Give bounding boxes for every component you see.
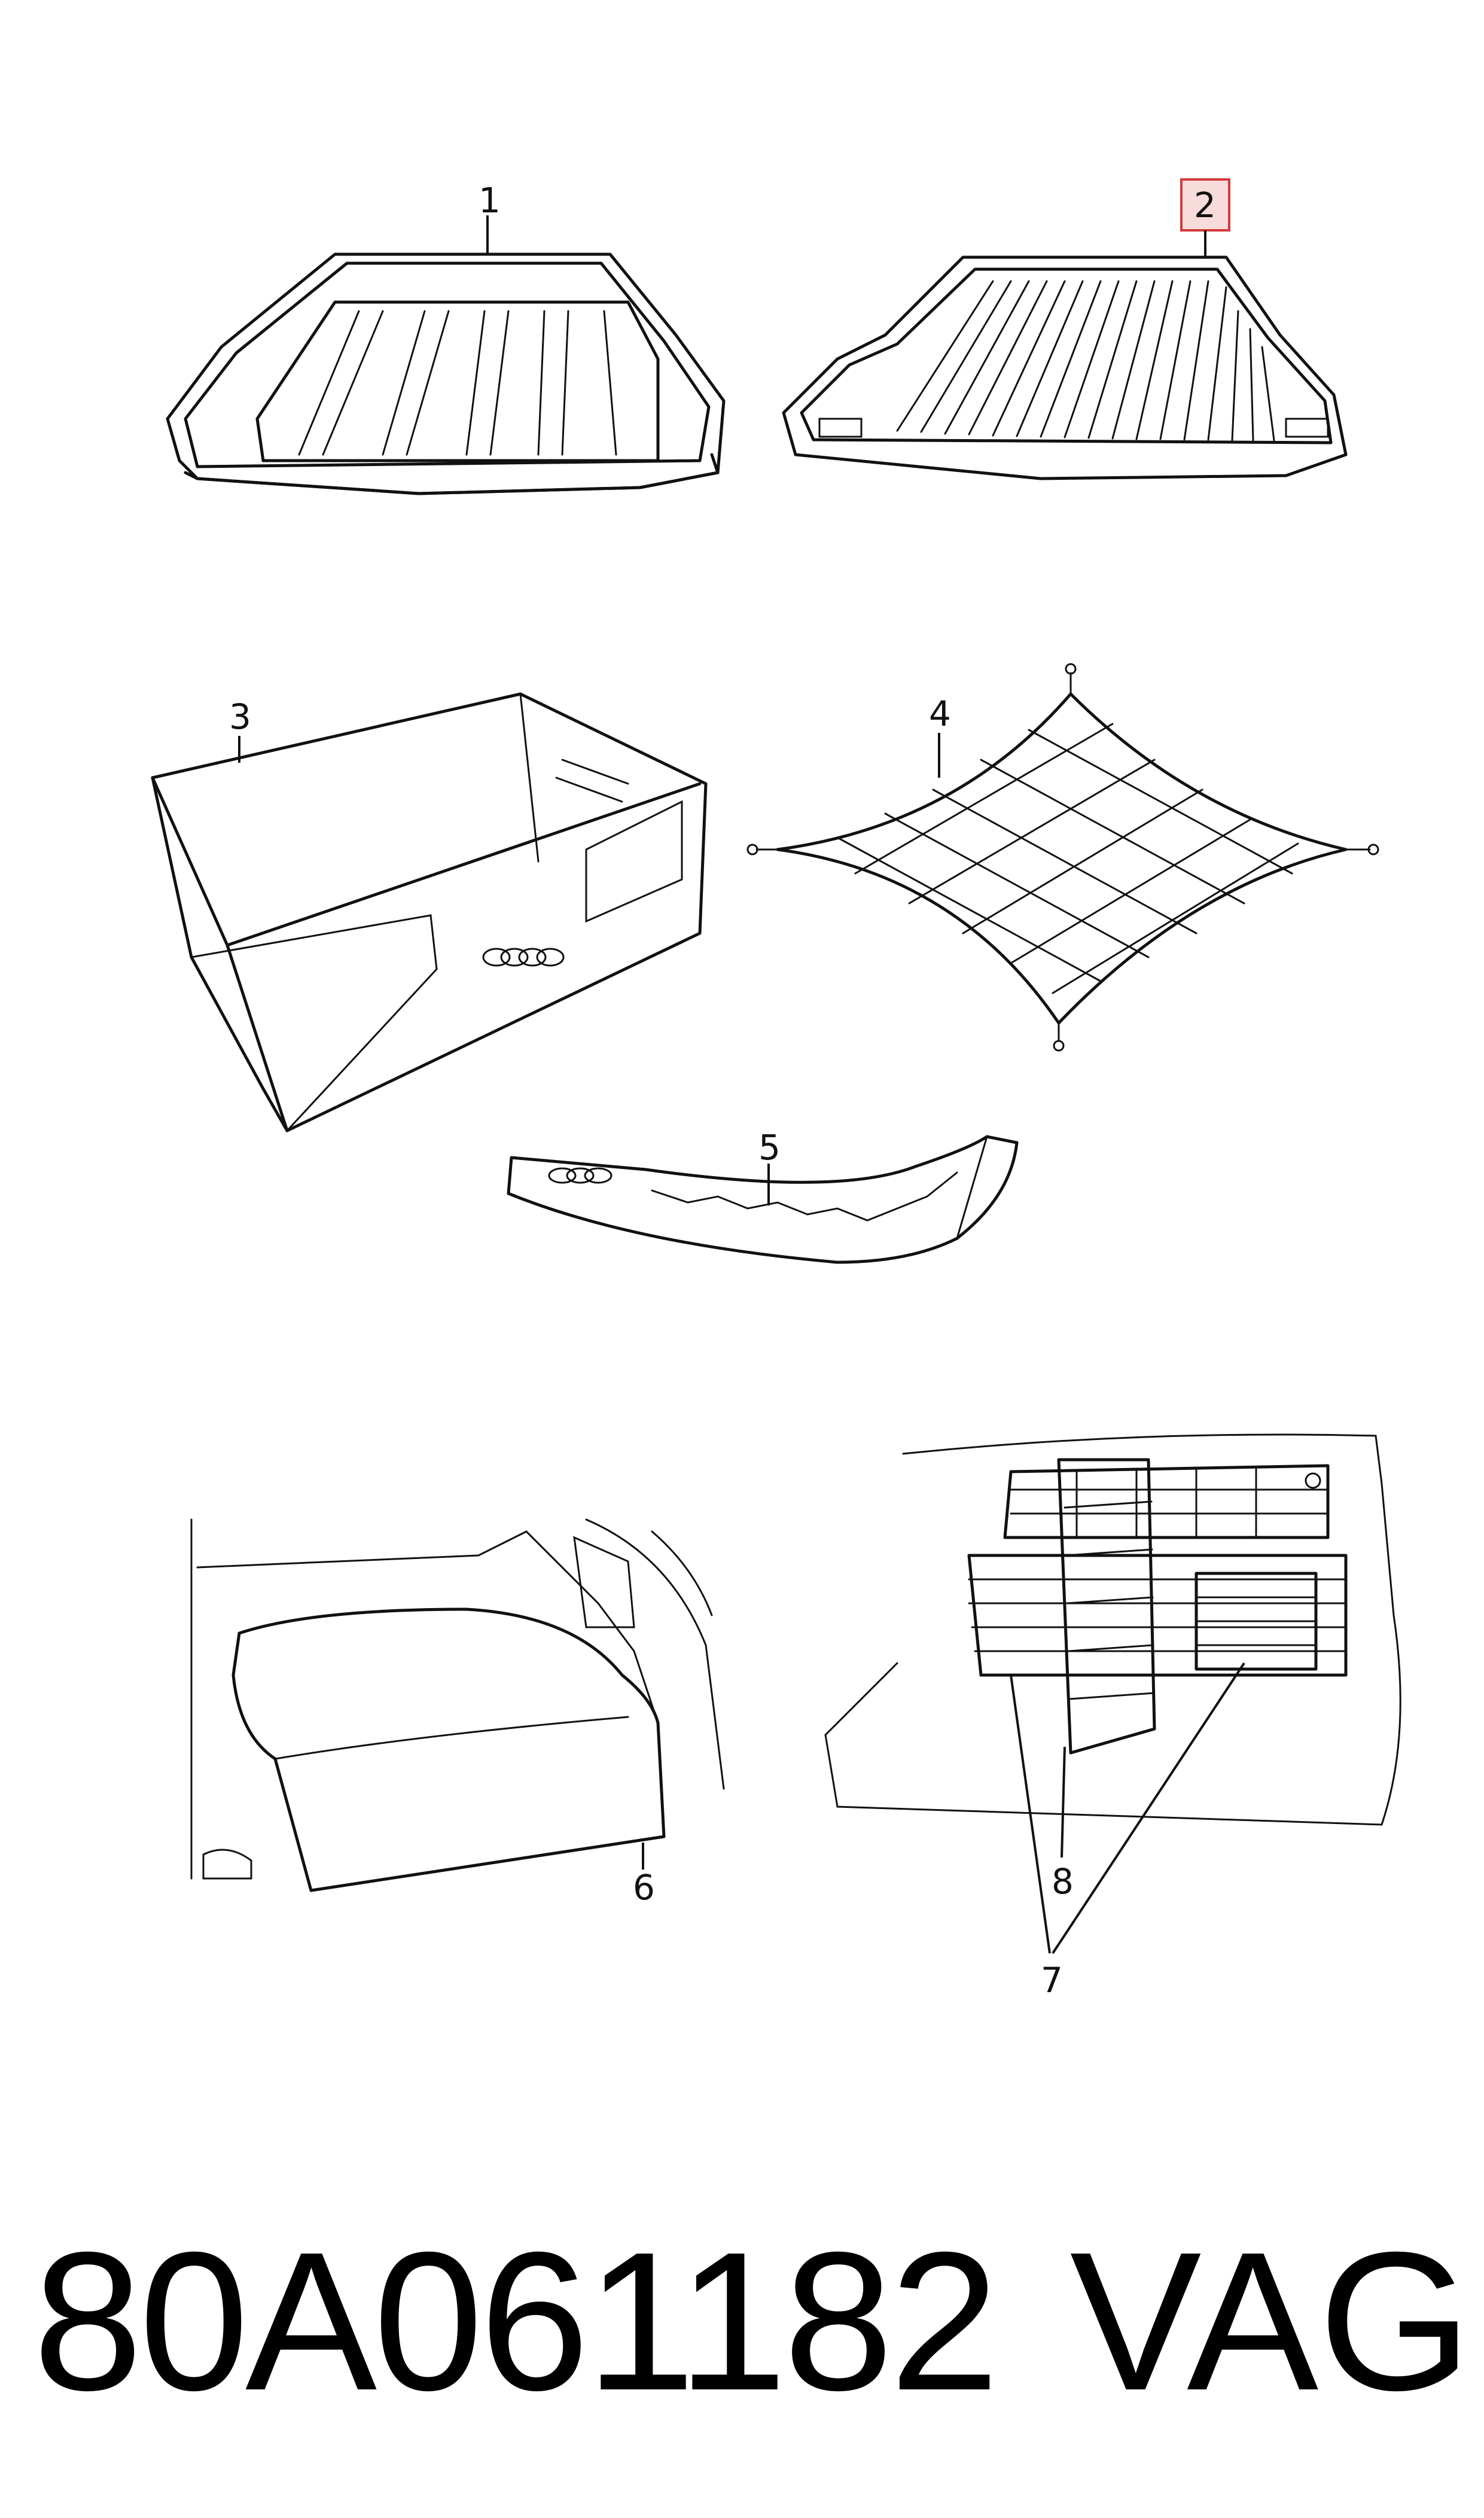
callout-7-leader-b xyxy=(1052,1662,1245,1954)
callout-7: 7 xyxy=(1041,1960,1063,2001)
callout-4: 4 xyxy=(929,693,951,734)
callout-2: 2 xyxy=(1194,185,1216,226)
part-1-trunk-tray[interactable] xyxy=(166,252,726,495)
part-2-ribbed-mat[interactable] xyxy=(782,255,1348,480)
part-4-cargo-net[interactable] xyxy=(746,663,1379,1052)
brand-label: VAG xyxy=(1069,2211,1472,2431)
callout-5: 5 xyxy=(758,1127,781,1168)
callout-1: 1 xyxy=(479,180,501,221)
part-5-sill-protector[interactable] xyxy=(507,1135,1019,1264)
callout-3: 3 xyxy=(229,696,251,737)
callout-8-leader-a xyxy=(1061,1746,1066,1858)
part-3-storage-box[interactable] xyxy=(151,692,708,1132)
footer: 80A061182 VAG xyxy=(0,2213,1484,2429)
part-6-bumper-cover[interactable] xyxy=(190,1518,725,1892)
callout-7-leader-a xyxy=(1010,1674,1051,1954)
part-number: 80A061182 xyxy=(33,2211,1000,2431)
part-7-8-partition-grille[interactable] xyxy=(824,1433,1401,1826)
callout-8: 8 xyxy=(1052,1861,1074,1902)
callout-6: 6 xyxy=(633,1867,655,1908)
